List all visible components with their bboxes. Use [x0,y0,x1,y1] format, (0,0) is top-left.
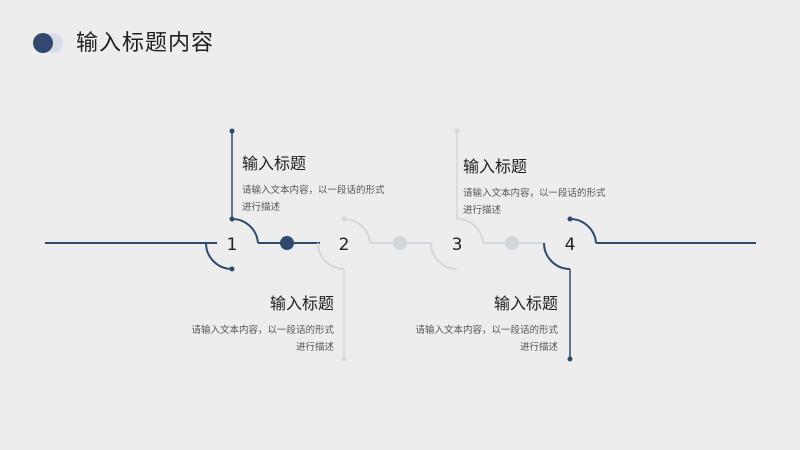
slide-header: 输入标题内容 [0,0,800,80]
step-3-top-arc [456,217,484,244]
step-1-marker-dot [280,236,294,250]
step-2-description-line-2: 进行描述 [295,342,334,353]
step-1-number: 1 [226,235,238,255]
step-1-bottom-arc [205,242,233,270]
step-3-card: 输入标题 请输入文本内容，以一段话的形式 进行描述 [463,153,633,219]
step-3-description-line-2: 进行描述 [463,205,502,216]
step-3-bottom-arc [430,242,458,270]
step-4-number: 4 [564,235,576,255]
step-2-number: 2 [338,235,350,255]
step-1-description-line-1: 请输入文本内容，以一段话的形式 [242,185,385,196]
step-3-marker-dot [505,236,519,250]
step-3-number: 3 [451,235,463,255]
step-4-upper-dot [567,216,573,222]
step-3-description-line-1: 请输入文本内容，以一段话的形式 [463,188,606,199]
step-1-description-line-2: 进行描述 [242,202,281,213]
title-bullet-front-circle [33,33,53,53]
step-1-stem-top-dot [229,128,235,134]
step-4-stem-bottom-dot [567,356,573,362]
step-1-lower-dot [229,266,235,272]
step-2-title: 输入标题 [269,294,334,313]
step-2-marker-dot [393,236,407,250]
step-4-description-line-1: 请输入文本内容，以一段话的形式 [415,325,558,336]
step-1-top-arc [231,217,259,244]
step-4-description-line-2: 进行描述 [519,342,558,353]
step-4-bottom-arc [543,242,571,270]
step-2-top-arc [343,217,371,244]
step-2-card: 输入标题 请输入文本内容，以一段话的形式 进行描述 [166,290,334,356]
step-4-card: 输入标题 请输入文本内容，以一段话的形式 进行描述 [390,290,558,356]
step-2-upper-dot [341,216,347,222]
step-4-top-arc [569,217,597,244]
step-2-stem-bottom-dot [341,356,347,362]
step-3-stem-top-dot [454,128,460,134]
step-3-title: 输入标题 [463,157,528,176]
step-2-bottom-arc [317,242,345,270]
step-1-stem-bottom-dot [229,216,235,222]
step-1-title: 输入标题 [242,154,307,173]
step-1-card: 输入标题 请输入文本内容，以一段话的形式 进行描述 [242,150,412,216]
step-2-description-line-1: 请输入文本内容，以一段话的形式 [191,325,334,336]
step-4-title: 输入标题 [493,294,558,313]
page-title: 输入标题内容 [76,31,215,56]
